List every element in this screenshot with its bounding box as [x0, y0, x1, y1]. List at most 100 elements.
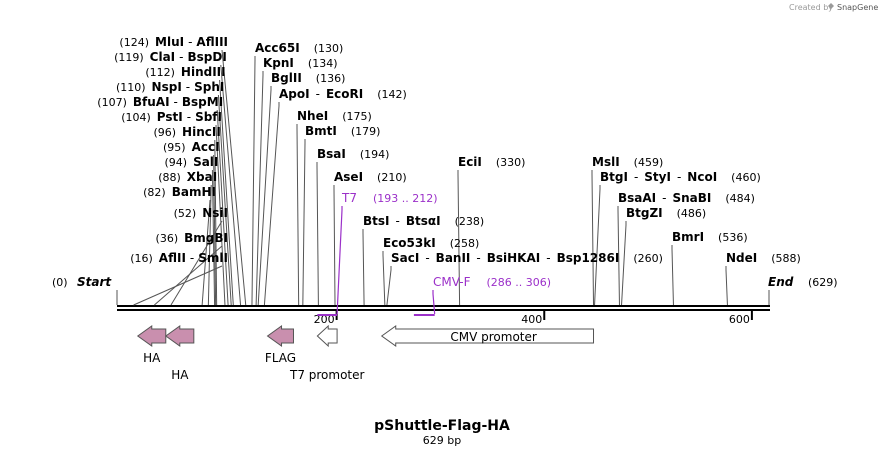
tick-label: 400: [521, 313, 542, 326]
site-leader: [221, 49, 247, 306]
enzyme-name: BspDI: [187, 50, 226, 64]
site-label-right: ApoI-EcoRI(142): [279, 87, 407, 101]
site-leader: [133, 265, 223, 306]
primer-name: T7: [341, 191, 357, 205]
edge-name: Start: [77, 275, 112, 289]
site-leader: [170, 220, 223, 306]
plasmid-length: 629 bp: [423, 434, 461, 447]
sequence-backbone: [117, 305, 770, 311]
site-leader: [216, 109, 229, 306]
site-position: (175): [342, 110, 372, 123]
enzyme-name: StyI: [644, 170, 671, 184]
enzyme-name: MluI: [155, 35, 184, 49]
enzyme-name: NheI: [297, 109, 328, 123]
enzyme-name: BtgI: [600, 170, 628, 184]
site-leader: [213, 154, 217, 306]
site-position: (110): [116, 81, 146, 94]
name-separator: -: [425, 251, 429, 265]
site-position: (536): [718, 231, 748, 244]
site-label-right: NheI (175): [297, 109, 372, 123]
site-position: (238): [455, 215, 485, 228]
enzyme-name: EciI: [458, 155, 482, 169]
site-leader: [255, 71, 264, 306]
site-label-right: BmrI (536): [672, 230, 748, 244]
site-leader: [671, 245, 674, 306]
site-leader: [725, 266, 728, 306]
site-position: (130): [314, 42, 344, 55]
enzyme-name: AflII: [159, 251, 186, 265]
enzyme-name: KpnI: [263, 56, 294, 70]
site-leader: [621, 221, 627, 306]
enzyme-name: BtgZI: [626, 206, 663, 220]
primer-range: (286 .. 306): [486, 276, 551, 289]
feature-ha: HA: [136, 325, 167, 365]
enzyme-name: NspI: [152, 80, 182, 94]
site-position: (179): [351, 125, 381, 138]
site-label-right: Acc65I (130): [255, 41, 343, 55]
site-label-left: (112)HindIII: [145, 65, 225, 79]
enzyme-name: AflIII: [196, 35, 228, 49]
feature-flag: FLAG: [265, 325, 296, 365]
enzyme-name: BmgBI: [184, 231, 228, 245]
site-position: (459): [634, 156, 664, 169]
site-label-right: BsaI(194): [317, 147, 389, 161]
site-label-left: (124)MluI-AflIII: [119, 35, 228, 49]
site-position: (112): [145, 66, 175, 79]
site-leader: [386, 266, 392, 306]
sequence-edge-left: (0)Start: [52, 275, 112, 289]
primer-leader: [336, 206, 343, 315]
site-leader: [251, 56, 256, 306]
enzyme-name: SnaBI: [672, 191, 711, 205]
snapgene-logo-icon: [828, 3, 834, 9]
enzyme-name: AseI: [334, 170, 363, 184]
site-label-left: (104)PstI-SbfI: [121, 110, 222, 124]
site-leader: [219, 79, 234, 306]
site-position: (484): [725, 192, 755, 205]
site-position: (96): [153, 126, 176, 139]
site-leader: [257, 86, 272, 306]
site-label-left: (96)HincII: [153, 125, 220, 139]
feature-label: T7 promoter: [289, 368, 365, 382]
enzyme-name: BsaAI: [618, 191, 656, 205]
site-leader: [215, 124, 226, 306]
tick-label: 200: [314, 313, 335, 326]
site-leader: [382, 251, 386, 306]
site-label-left: (119)ClaI-BspDI: [114, 50, 227, 64]
site-label-right: Eco53kI(258): [383, 236, 479, 250]
edge-name: End: [768, 275, 794, 289]
site-label-left: (52)NsiI: [174, 206, 228, 220]
site-label-right: AseI(210): [334, 170, 407, 184]
name-separator: -: [188, 35, 192, 49]
name-separator: -: [179, 50, 183, 64]
enzyme-name: EcoRI: [326, 87, 363, 101]
enzyme-name: Acc65I: [255, 41, 300, 55]
site-label-right: BmtI(179): [305, 124, 380, 138]
credit-brand: SnapGene: [837, 3, 878, 12]
primer-cmv-f: CMV-F (286 .. 306): [413, 275, 551, 316]
site-label-right: BtgZI(486): [626, 206, 706, 220]
feature-arrow: [380, 325, 595, 347]
name-separator: -: [546, 251, 550, 265]
site-label-right: BglII(136): [271, 71, 345, 85]
site-label-right: BsaAI-SnaBI(484): [618, 191, 755, 205]
enzyme-name: NsiI: [202, 206, 228, 220]
enzyme-name: BmrI: [672, 230, 704, 244]
feature-arrow: [266, 325, 294, 347]
feature-label: CMV promoter: [450, 330, 537, 344]
enzyme-name: NcoI: [687, 170, 717, 184]
enzyme-name: BglII: [271, 71, 302, 85]
primer-t7: T7(193 .. 212): [317, 191, 438, 316]
enzyme-name: SbfI: [195, 110, 222, 124]
plasmid-title: pShuttle-Flag-HA: [374, 418, 510, 434]
enzyme-name: BsiHKAI: [487, 251, 541, 265]
site-label-right: BtsI-BtsαI(238): [363, 214, 484, 228]
enzyme-name: Bsp1286I: [557, 251, 620, 265]
site-leader: [302, 139, 306, 306]
site-leader: [211, 169, 216, 306]
primer-name: CMV-F: [433, 275, 471, 289]
site-position: (588): [771, 252, 801, 265]
site-label-left: (110)NspI-SphI: [116, 80, 224, 94]
site-leader: [316, 162, 319, 306]
